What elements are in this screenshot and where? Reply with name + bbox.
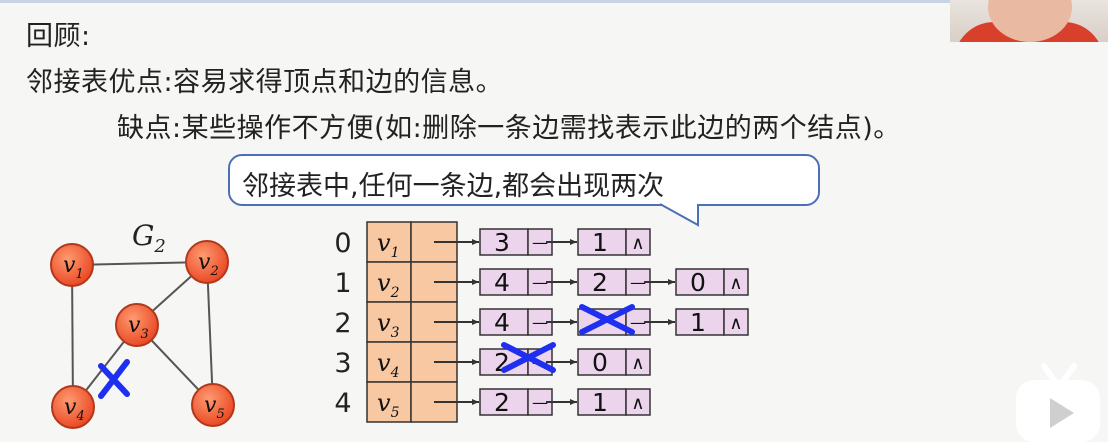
vertex-label: v3 [128,313,149,342]
row-index: 1 [334,268,351,299]
null-pointer: ∧ [631,393,644,414]
row-index: 3 [334,348,351,379]
link-pointer: — [630,273,646,292]
edge-node: 1∧ [577,228,651,257]
node-cross-mark-row2 [579,304,635,335]
node-value: 1 [592,228,608,257]
node-value: 4 [494,268,510,297]
webcam-overlay [950,0,1108,42]
vertex-v4: v4 [51,385,95,429]
node-cross-mark-row3 [501,342,556,373]
graph-cross-mark [98,359,130,399]
cons-line: 缺点:某些操作不方便(如:删除一条边需找表示此边的两个结点)。 [117,113,901,144]
node-value: 0 [690,268,706,297]
head-vertex-label: v4 [377,349,399,381]
bilibili-logo-icon [1016,363,1100,442]
vertex-v5: v5 [191,383,235,427]
node-value: 2 [494,388,510,417]
edge-node: 2— [577,268,675,297]
review-heading: 回顾: [26,21,91,52]
link-pointer: — [630,313,646,332]
row-index: 0 [334,228,351,259]
row-index: 4 [334,388,351,419]
pros-line: 邻接表优点:容易求得顶点和边的信息。 [26,67,504,98]
node-value: 4 [494,308,510,337]
edge-node: 3— [479,228,577,257]
callout-text: 邻接表中,任何一条边,都会出现两次 [242,171,665,202]
edge-node: 1∧ [577,388,651,417]
vertex-label: v5 [204,393,225,422]
vertex-v2: v2 [185,240,229,284]
graph-vertices: v1 v2 v3 v4 v5 [50,240,235,429]
node-value: 1 [690,308,706,337]
edge-v1-v4 [71,264,74,408]
row-index: 2 [334,308,351,339]
link-pointer: — [532,393,548,412]
edge-node: 0∧ [577,348,651,377]
null-pointer: ∧ [729,273,742,294]
edge-node: 2— [479,388,577,417]
vertex-label: v1 [63,253,84,282]
null-pointer: ∧ [729,313,742,334]
callout-box: 邻接表中,任何一条边,都会出现两次 [228,154,820,206]
node-value: 2 [592,268,608,297]
node-value: 3 [494,228,510,257]
vertex-label: v2 [198,250,219,279]
head-vertex-cell [366,301,412,343]
edge-node: 0∧ [675,268,749,297]
top-border [0,0,950,3]
head-vertex-label: v3 [377,309,400,341]
head-vertex-label: v1 [377,229,399,261]
graph-label: G2 [132,219,166,257]
head-vertex-cell [366,261,412,303]
head-vertex-label: v5 [377,389,400,421]
edge-v1-v2 [71,261,208,266]
node-value: 1 [592,388,608,417]
link-pointer: — [532,273,548,292]
node-value: 2 [494,348,510,377]
edge-node: 4— [479,268,577,297]
null-pointer: ∧ [631,233,644,254]
edge-node: 4— [479,308,577,337]
node-value: 0 [592,348,608,377]
edge-node: 1∧ [675,308,749,337]
head-vertex-label: v2 [377,269,400,301]
edge-v2-v5 [206,261,214,406]
vertex-v3: v3 [115,303,159,347]
link-pointer: — [532,233,548,252]
vertex-v1: v1 [50,243,94,287]
callout-tail [660,203,699,227]
edge-node: 2— [479,348,577,377]
null-pointer: ∧ [631,353,644,374]
vertex-label: v4 [64,395,85,424]
link-pointer: — [532,313,548,332]
